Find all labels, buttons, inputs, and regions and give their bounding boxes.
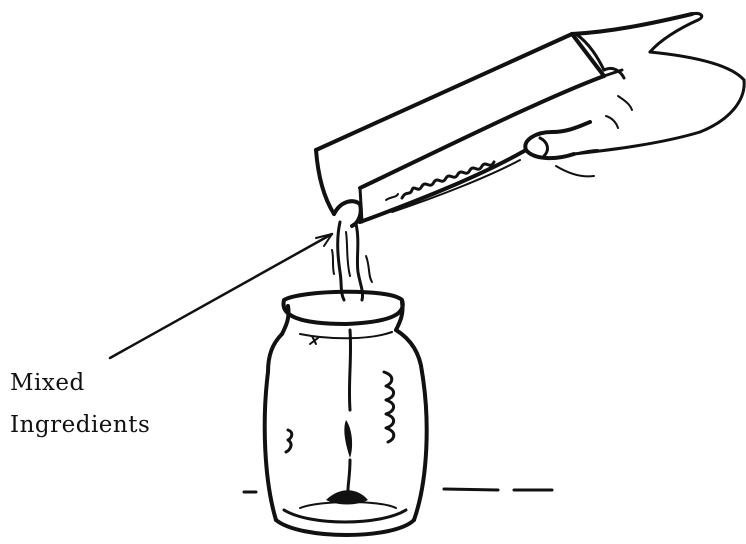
table-line [244,489,552,492]
carton-icon [316,34,622,226]
label-ingredients: Ingredients [10,412,150,438]
jar-icon [265,292,427,535]
label-mixed: Mixed [10,370,85,396]
pouring-stream [332,222,372,300]
